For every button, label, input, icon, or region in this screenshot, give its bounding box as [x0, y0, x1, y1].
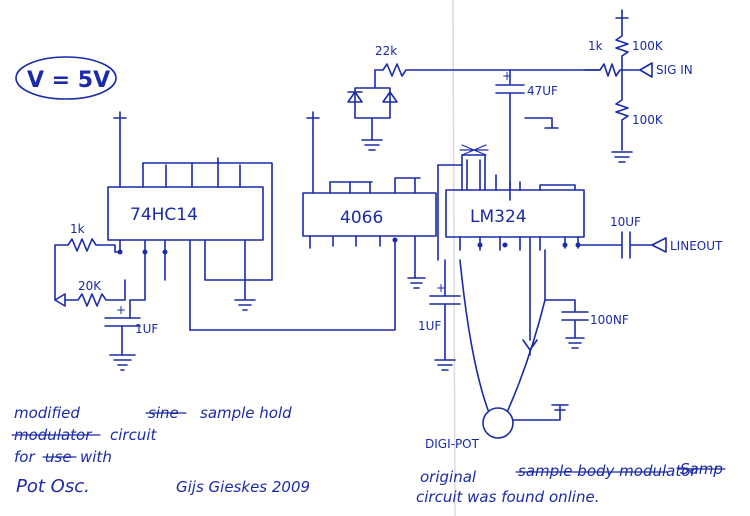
chip-lm324: LM324: [437, 144, 585, 356]
chip-4066: 4066: [302, 111, 437, 289]
r-22k-label: 22k: [375, 44, 397, 58]
pot-20k-label: 20K: [78, 279, 102, 293]
paper-fold: [452, 0, 456, 516]
cap-100nf: 100NF: [544, 249, 629, 349]
credit-d: circuit was found online.: [416, 488, 599, 506]
chip-lm324-label: LM324: [470, 207, 527, 227]
line-out-label: LINEOUT: [670, 239, 723, 253]
note-line1: modified: [14, 404, 80, 422]
note-line3-start: for: [14, 448, 35, 466]
supply-ellipse: [15, 56, 117, 100]
sig-in-label: SIG IN: [656, 63, 693, 77]
svg-text:+: +: [116, 303, 126, 317]
r-100k-bottom-label: 100K: [632, 113, 664, 127]
c-1uf-left-label: 1UF: [135, 322, 158, 336]
r-1k-in-label: 1k: [588, 39, 603, 53]
chip-74hc14-label: 74HC14: [130, 205, 198, 225]
r-100k-top-label: 100K: [632, 39, 664, 53]
sig-in-network: 1k 100K 100K SIG IN: [584, 9, 693, 163]
notes-right: original sample body modulator Samp circ…: [416, 460, 726, 506]
line-out-network: 10UF LINEOUT: [577, 215, 723, 259]
notes-left: modified sine sample hold modulator circ…: [11, 404, 310, 497]
r-1k-left-label: 1k: [70, 222, 85, 236]
credit-a: original: [420, 468, 477, 486]
c-100nf-label: 100NF: [590, 313, 629, 327]
chip-4066-label: 4066: [340, 208, 383, 228]
chip-74hc14: 74HC14: [107, 111, 273, 331]
input-network-right: 22k: [347, 44, 601, 151]
wire-control: [189, 239, 396, 331]
c-1uf-mid-label: 1UF: [418, 319, 441, 333]
digipot: DIGI-POT: [425, 259, 569, 451]
note-line1-rest: sample hold: [200, 404, 292, 422]
c-10uf-label: 10UF: [610, 215, 641, 229]
c-47uf-label: 47UF: [527, 84, 558, 98]
svg-text:+: +: [436, 281, 446, 295]
note-author: Gijs Gieskes 2009: [176, 478, 310, 496]
svg-text:+: +: [502, 69, 512, 83]
note-line4: Pot Osc.: [16, 476, 90, 497]
input-network-left: 1k 20K 1UF +: [54, 222, 166, 371]
note-line3-rest: with: [80, 448, 112, 466]
digipot-label: DIGI-POT: [425, 437, 480, 451]
cap-47uf: + 47UF: [495, 69, 559, 201]
supply-label: V = 5V: [27, 68, 110, 93]
credit-b-struck: sample body modulator: [518, 462, 697, 480]
note-line2-rest: circuit: [110, 426, 158, 444]
cap-1uf-mid: + 1UF: [418, 259, 461, 371]
